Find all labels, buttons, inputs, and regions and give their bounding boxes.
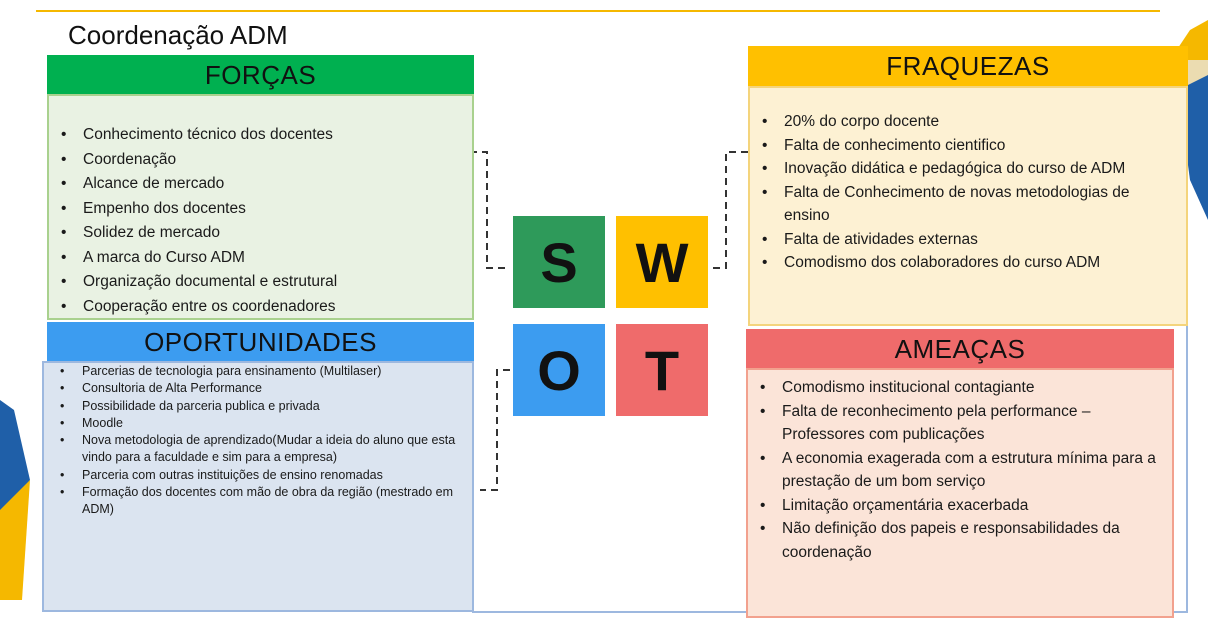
oportunidades-item: Consultoria de Alta Performance [54, 380, 462, 398]
ameacas-list: Comodismo institucional contagiante Falt… [754, 376, 1162, 564]
forcas-heading: FORÇAS [47, 55, 474, 95]
swot-t-square: T [616, 324, 708, 416]
forcas-item: Solidez de mercado [55, 221, 462, 246]
forcas-item: Cooperação entre os coordenadores [55, 295, 462, 320]
swot-o-square: O [513, 324, 605, 416]
fraquezas-item: Falta de conhecimento cientifico [756, 134, 1176, 158]
forcas-list: Conhecimento técnico dos docentes Coorde… [55, 123, 462, 319]
oportunidades-item: Parceria com outras instituições de ensi… [54, 467, 462, 485]
forcas-item: Empenho dos docentes [55, 197, 462, 222]
fraquezas-heading: FRAQUEZAS [748, 46, 1188, 86]
fraquezas-box: 20% do corpo docente Falta de conhecimen… [748, 86, 1188, 326]
oportunidades-heading: OPORTUNIDADES [47, 322, 474, 362]
fraquezas-item: Inovação didática e pedagógica do curso … [756, 157, 1176, 181]
ameacas-item: Não definição dos papeis e responsabilid… [754, 517, 1162, 564]
ameacas-item: Comodismo institucional contagiante [754, 376, 1162, 400]
forcas-item: Coordenação [55, 148, 462, 173]
fraquezas-list: 20% do corpo docente Falta de conhecimen… [756, 110, 1176, 275]
corner-decoration-left [0, 400, 30, 600]
page-title: Coordenação ADM [68, 20, 288, 50]
ameacas-item: A economia exagerada com a estrutura mín… [754, 447, 1162, 494]
oportunidades-item: Possibilidade da parceria publica e priv… [54, 398, 462, 416]
fraquezas-item: Comodismo dos colaboradores do curso ADM [756, 251, 1176, 275]
oportunidades-item: Nova metodologia de aprendizado(Mudar a … [54, 432, 462, 467]
oportunidades-item: Moodle [54, 415, 462, 433]
ameacas-item: Limitação orçamentária exacerbada [754, 494, 1162, 518]
oportunidades-item: Parcerias de tecnologia para ensinamento… [54, 363, 462, 381]
top-rule [36, 10, 1160, 12]
forcas-item: Conhecimento técnico dos docentes [55, 123, 462, 148]
ameacas-heading: AMEAÇAS [746, 329, 1174, 369]
forcas-box: Conhecimento técnico dos docentes Coorde… [47, 94, 474, 320]
fraquezas-item: 20% do corpo docente [756, 110, 1176, 134]
oportunidades-box: Parcerias de tecnologia para ensinamento… [42, 361, 474, 612]
fraquezas-item: Falta de Conhecimento de novas metodolog… [756, 181, 1176, 228]
forcas-item: Organização documental e estrutural [55, 270, 462, 295]
swot-s-square: S [513, 216, 605, 308]
swot-w-square: W [616, 216, 708, 308]
forcas-item: Alcance de mercado [55, 172, 462, 197]
oportunidades-list: Parcerias de tecnologia para ensinamento… [54, 363, 462, 519]
ameacas-item: Falta de reconhecimento pela performance… [754, 400, 1162, 447]
fraquezas-item: Falta de atividades externas [756, 228, 1176, 252]
ameacas-box: Comodismo institucional contagiante Falt… [746, 368, 1174, 618]
forcas-item: A marca do Curso ADM [55, 246, 462, 271]
oportunidades-item: Formação dos docentes com mão de obra da… [54, 484, 462, 519]
